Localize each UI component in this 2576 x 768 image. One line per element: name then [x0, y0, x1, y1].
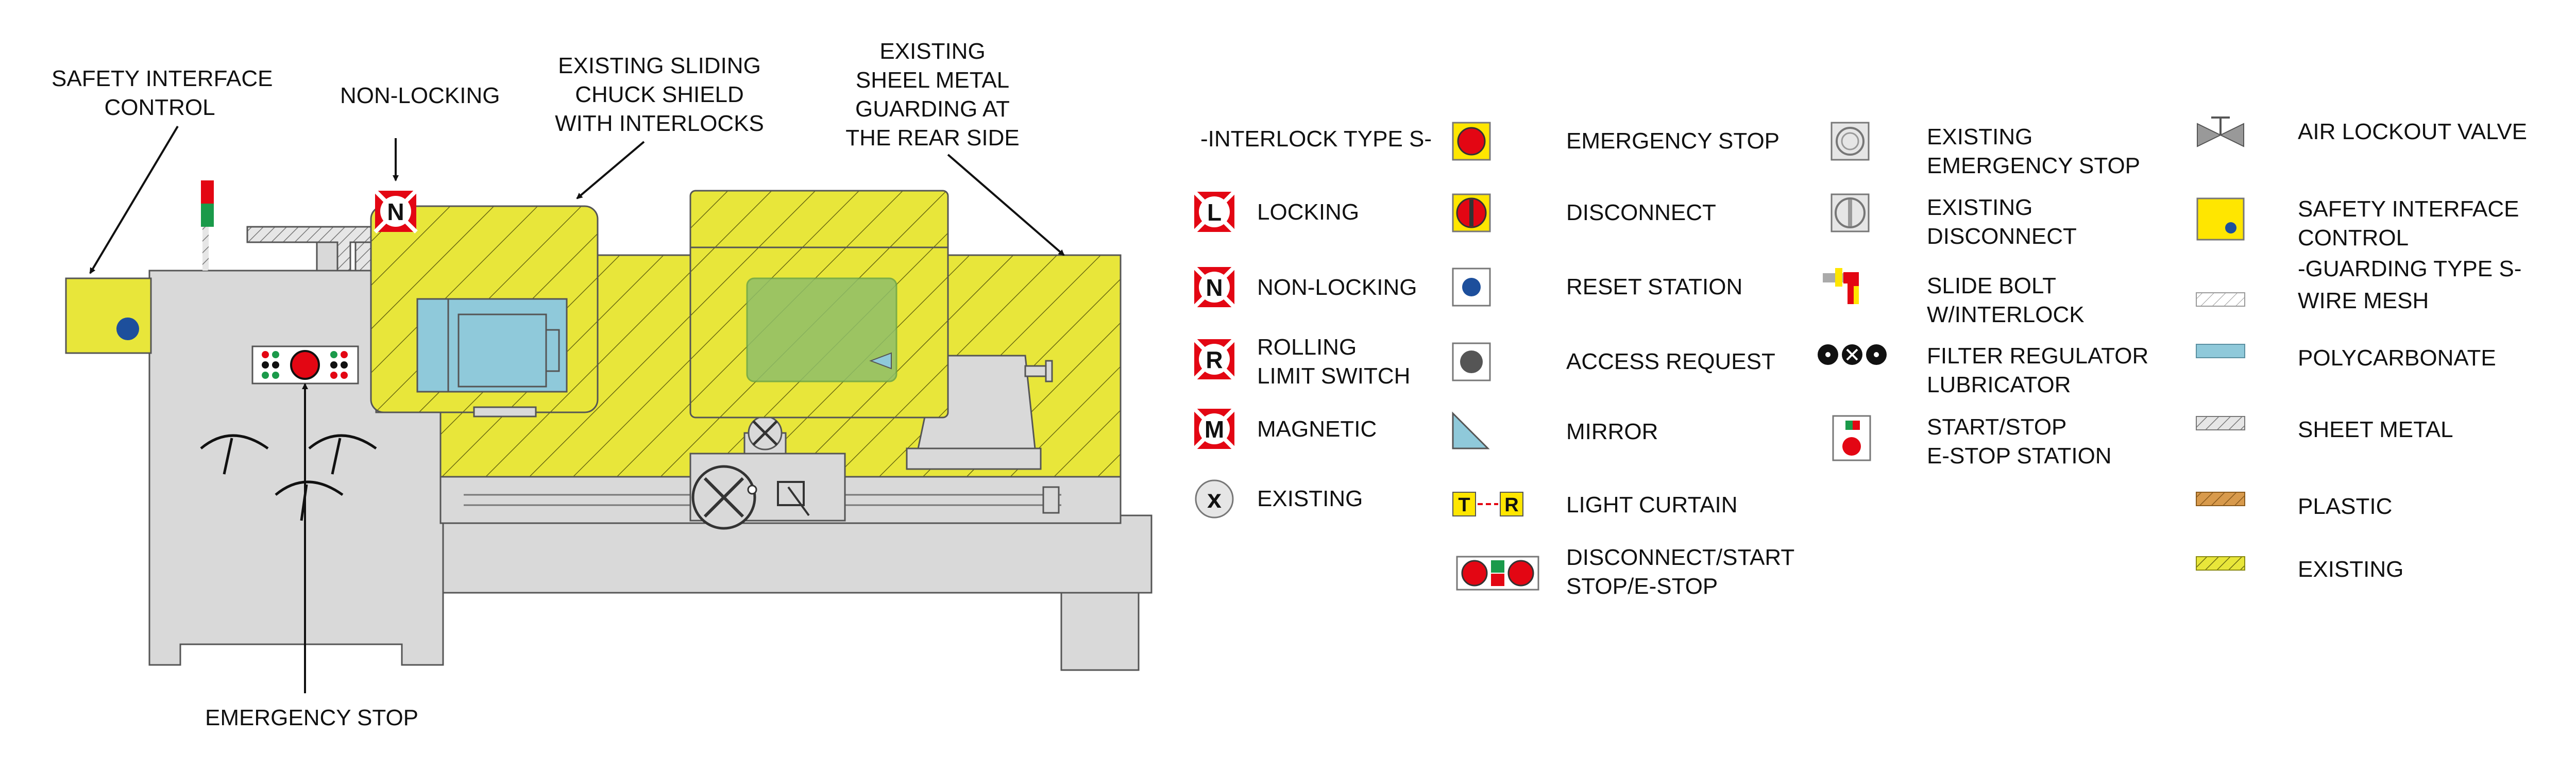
disconnect-icon [1452, 193, 1491, 232]
legend-plastic-label: PLASTIC [2298, 494, 2393, 519]
legend-sheet-metal-label: SHEET METAL [2298, 417, 2453, 442]
callout-safety-interface-control: SAFETY INTERFACE CONTROL [52, 66, 273, 120]
safety-interface-control-box [65, 277, 152, 354]
legend-mirror-label: MIRROR [1566, 419, 1658, 444]
legend-safety-interface-control-label: SAFETY INTERFACE CONTROL [2298, 196, 2519, 251]
reset-station-icon [1452, 268, 1491, 307]
control-panel [251, 345, 359, 385]
legend-magnetic-label: MAGNETIC [1257, 416, 1377, 442]
legend-air-lockout-valve-label: AIR LOCKOUT VALVE [2298, 119, 2528, 144]
lathe-leg-right [1060, 592, 1140, 671]
start-stop-estop-icon [1832, 415, 1871, 461]
emergency-stop-icon [1452, 122, 1491, 161]
mirror-icon [1452, 411, 1490, 449]
non-locking-interlock-icon: N [374, 189, 418, 233]
plastic-icon [2196, 492, 2245, 506]
light-curtain-tag-r: R [1504, 494, 1518, 516]
callout-rear-guarding: EXISTING SHEEL METAL GUARDING AT THE REA… [845, 39, 1020, 151]
access-request-icon [1452, 342, 1491, 381]
interlock-non-locking-icon: N [1193, 265, 1236, 309]
signal-tower-icon [201, 180, 214, 271]
callout-chuck-shield: EXISTING SLIDING CHUCK SHIELD WITH INTER… [555, 53, 764, 136]
interlock-letter: R [1206, 346, 1223, 373]
legend-start-stop-estop-label: START/STOP E-STOP STATION [1927, 414, 2112, 469]
legend-interlock-header: -INTERLOCK TYPE S- [1200, 126, 1432, 152]
legend-existing-emergency-stop-label: EXISTING EMERGENCY STOP [1927, 124, 2141, 178]
legend-existing-label: EXISTING [1257, 486, 1363, 511]
callout-emergency-stop: EMERGENCY STOP [205, 705, 419, 730]
door-window-polycarbonate [746, 277, 897, 382]
interlock-rolling-icon: R [1193, 338, 1236, 381]
legend-disconnect-start-stop-label: DISCONNECT/START STOP/E-STOP [1566, 545, 1795, 599]
legend-light-curtain-label: LIGHT CURTAIN [1566, 492, 1738, 517]
legend-wire-mesh-label: WIRE MESH [2298, 288, 2429, 313]
control-box-button-icon [116, 318, 139, 340]
gauges [200, 434, 377, 521]
legend-rolling-label: ROLLING LIMIT SWITCH [1257, 335, 1411, 389]
polycarbonate-icon [2196, 344, 2245, 358]
legend-reset-station-label: RESET STATION [1566, 274, 1743, 299]
slide-bolt-icon [1823, 268, 1859, 304]
existing-guard-icon [2196, 556, 2245, 571]
legend-polycarbonate-label: POLYCARBONATE [2298, 345, 2496, 371]
callout-lines [89, 125, 1065, 693]
legend-existing-disconnect-label: EXISTING DISCONNECT [1927, 195, 2077, 249]
machine-badge-letter: N [387, 198, 404, 225]
filter-regulator-icon [1818, 344, 1887, 365]
existing-emergency-stop-icon [1831, 122, 1870, 161]
legend-slide-bolt-label: SLIDE BOLT W/INTERLOCK [1927, 273, 2084, 327]
sheet-metal-icon [2196, 416, 2245, 430]
interlock-magnetic-icon: M [1193, 407, 1236, 450]
safety-interface-control-icon [2196, 197, 2245, 241]
lathe-machine: N [65, 180, 1153, 671]
legend-non-locking-label: NON-LOCKING [1257, 275, 1417, 300]
interlock-existing-icon: x [1195, 479, 1234, 519]
light-curtain-tag-t: T [1458, 494, 1470, 516]
legend-emergency-stop-label: EMERGENCY STOP [1566, 128, 1780, 154]
existing-disconnect-icon [1831, 193, 1870, 232]
interlock-letter: x [1207, 485, 1222, 513]
lathe-bed [439, 514, 1153, 594]
light-curtain-icon: T R [1452, 492, 1523, 516]
legend-disconnect-label: DISCONNECT [1566, 200, 1716, 225]
emergency-stop-button-icon [290, 350, 320, 380]
interlock-letter: L [1207, 199, 1222, 226]
interlock-locking-icon: L [1193, 190, 1236, 233]
air-lockout-valve-icon [2197, 116, 2244, 147]
legend-existing-guard-label: EXISTING [2298, 557, 2404, 582]
disconnect-start-stop-icon [1456, 556, 1539, 591]
callout-non-locking: NON-LOCKING [340, 83, 500, 108]
interlock-letter: M [1205, 416, 1224, 443]
legend-locking-label: LOCKING [1257, 199, 1360, 225]
legend-guarding-header: -GUARDING TYPE S- [2298, 256, 2522, 281]
interlock-letter: N [1206, 274, 1223, 301]
wire-mesh-icon [2196, 292, 2245, 307]
legend-filter-regulator-label: FILTER REGULATOR LUBRICATOR [1927, 343, 2149, 397]
legend-access-request-label: ACCESS REQUEST [1566, 349, 1775, 374]
